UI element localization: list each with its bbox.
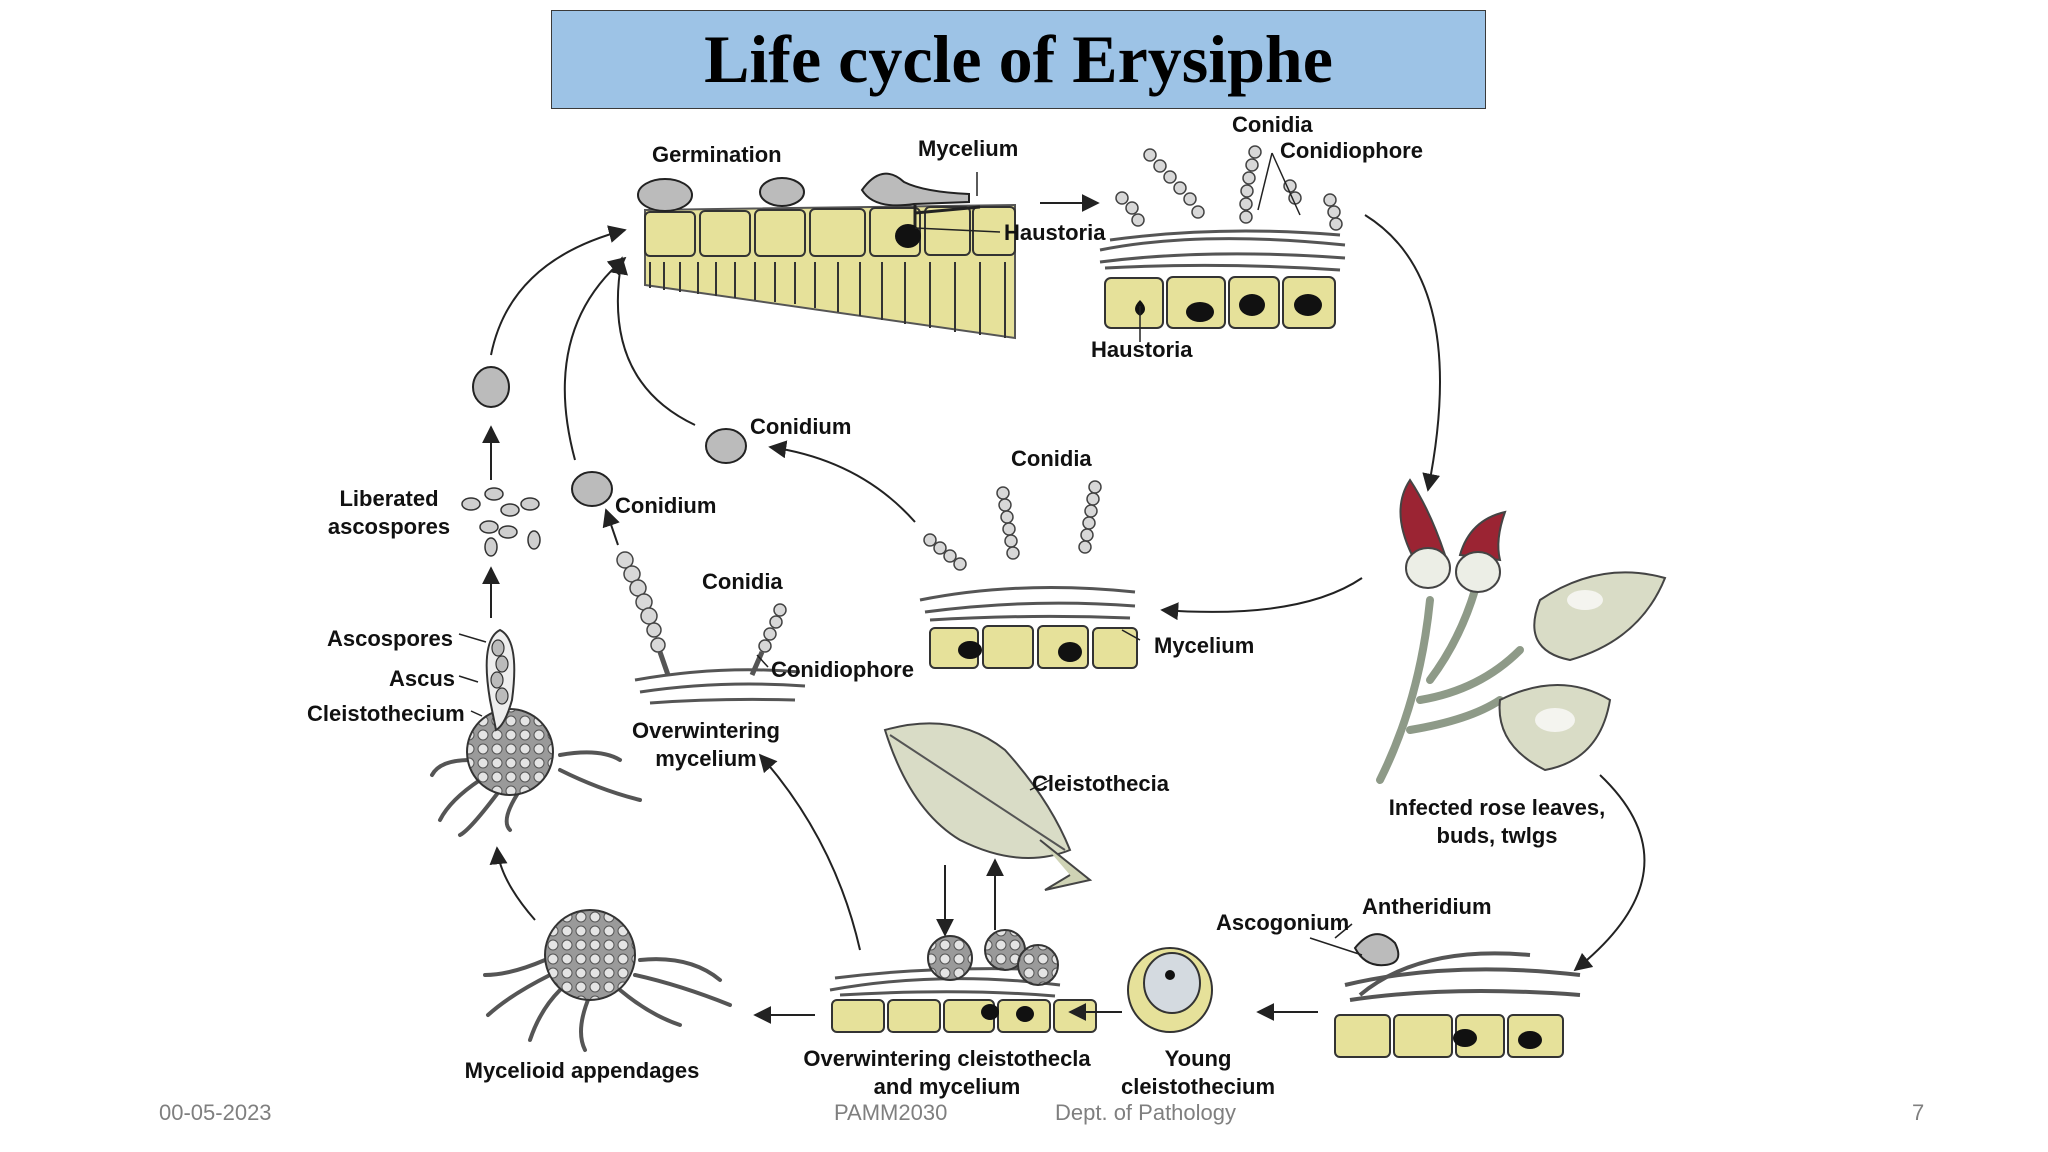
label-ascogonium: Ascogonium <box>1216 910 1349 935</box>
label-antheridium: Antheridium <box>1362 894 1492 919</box>
label-haustoria-top: Haustoria <box>1004 220 1106 245</box>
label-conidiophore-top: Conidiophore <box>1280 138 1423 163</box>
arrow-lower-conidium-to-germination <box>563 256 627 461</box>
label-overwintering-line2: mycelium <box>655 746 757 771</box>
footer-department: Dept. of Pathology <box>1055 1100 1237 1125</box>
overwintering-cleistothecia-illustration <box>829 929 1097 1033</box>
arrow-overwintering-to-mycelium <box>758 753 861 951</box>
label-leader-lines <box>458 152 1363 956</box>
label-conidium-upper: Conidium <box>750 414 851 439</box>
cycle-arrows <box>482 194 1646 1024</box>
label-ow-cleisto-line1: Overwintering cleistothecla <box>803 1046 1091 1071</box>
arrow-mycelioid-to-cleistothecium <box>489 846 536 921</box>
label-conidia-top: Conidia <box>1232 112 1313 137</box>
label-conidia-left: Conidia <box>702 569 783 594</box>
mycelioid-appendages-illustration <box>483 909 732 1052</box>
label-germination: Germination <box>652 142 782 167</box>
arrow-rose-to-center-mycelium <box>1160 577 1363 621</box>
label-ow-cleisto-line2: and mycelium <box>874 1074 1021 1099</box>
label-ascospores: Ascospores <box>327 626 453 651</box>
footer-date: 00-05-2023 <box>159 1100 272 1125</box>
label-cleistothecia: Cleistothecia <box>1032 771 1170 796</box>
liberated-ascospores-illustration <box>461 487 541 557</box>
label-liberated-line1: Liberated <box>339 486 438 511</box>
label-young-line2: cleistothecium <box>1121 1074 1275 1099</box>
label-liberated-line2: ascospores <box>328 514 450 539</box>
label-young-line1: Young <box>1165 1046 1232 1071</box>
cleistothecium-ascus-illustration <box>430 628 642 837</box>
footer-code: PAMM2030 <box>834 1100 948 1125</box>
conidia-center-illustration <box>919 480 1138 669</box>
label-conidium-lower: Conidium <box>615 493 716 518</box>
arrow-conidium-to-germination <box>610 256 696 426</box>
germination-tissue-illustration <box>637 172 1016 340</box>
label-haustoria-right: Haustoria <box>1091 337 1193 362</box>
label-ascus: Ascus <box>389 666 455 691</box>
liberated-spore <box>472 366 510 408</box>
label-conidiophore-left: Conidiophore <box>771 657 914 682</box>
antheridium-ascogonium-illustration <box>1334 933 1581 1058</box>
arrow-center-to-conidium <box>768 440 916 523</box>
diagram-labels: Germination Mycelium Haustoria Conidia C… <box>307 112 1605 1099</box>
conidium-spore-upper <box>705 428 747 464</box>
young-cleistothecium-illustration <box>1127 947 1213 1033</box>
label-overwintering-line1: Overwintering <box>632 718 780 743</box>
slide-title: Life cycle of Erysiphe <box>704 21 1333 97</box>
conidiophores-top-illustration <box>1099 145 1346 329</box>
label-infected-line1: Infected rose leaves, <box>1389 795 1605 820</box>
label-conidia-center: Conidia <box>1011 446 1092 471</box>
conidium-spore-lower <box>571 471 613 507</box>
arrow-conidiophore-to-conidium <box>602 508 620 546</box>
label-mycelium-center: Mycelium <box>1154 633 1254 658</box>
label-mycelium-top: Mycelium <box>918 136 1018 161</box>
title-box: Life cycle of Erysiphe <box>551 10 1486 109</box>
label-infected-line2: buds, twlgs <box>1437 823 1558 848</box>
leaf-illustration <box>883 722 1093 891</box>
rose-twig-illustration <box>1376 478 1667 784</box>
arrow-rose-to-antheridium <box>1573 774 1646 972</box>
label-cleistothecium: Cleistothecium <box>307 701 465 726</box>
footer-page-number: 7 <box>1912 1100 1925 1125</box>
overwintering-mycelium-illustration <box>616 551 806 705</box>
label-mycelioid: Mycelioid appendages <box>465 1058 700 1083</box>
arrow-liberated-to-germination <box>490 225 627 356</box>
arrow-conidia-to-rose <box>1364 214 1441 492</box>
